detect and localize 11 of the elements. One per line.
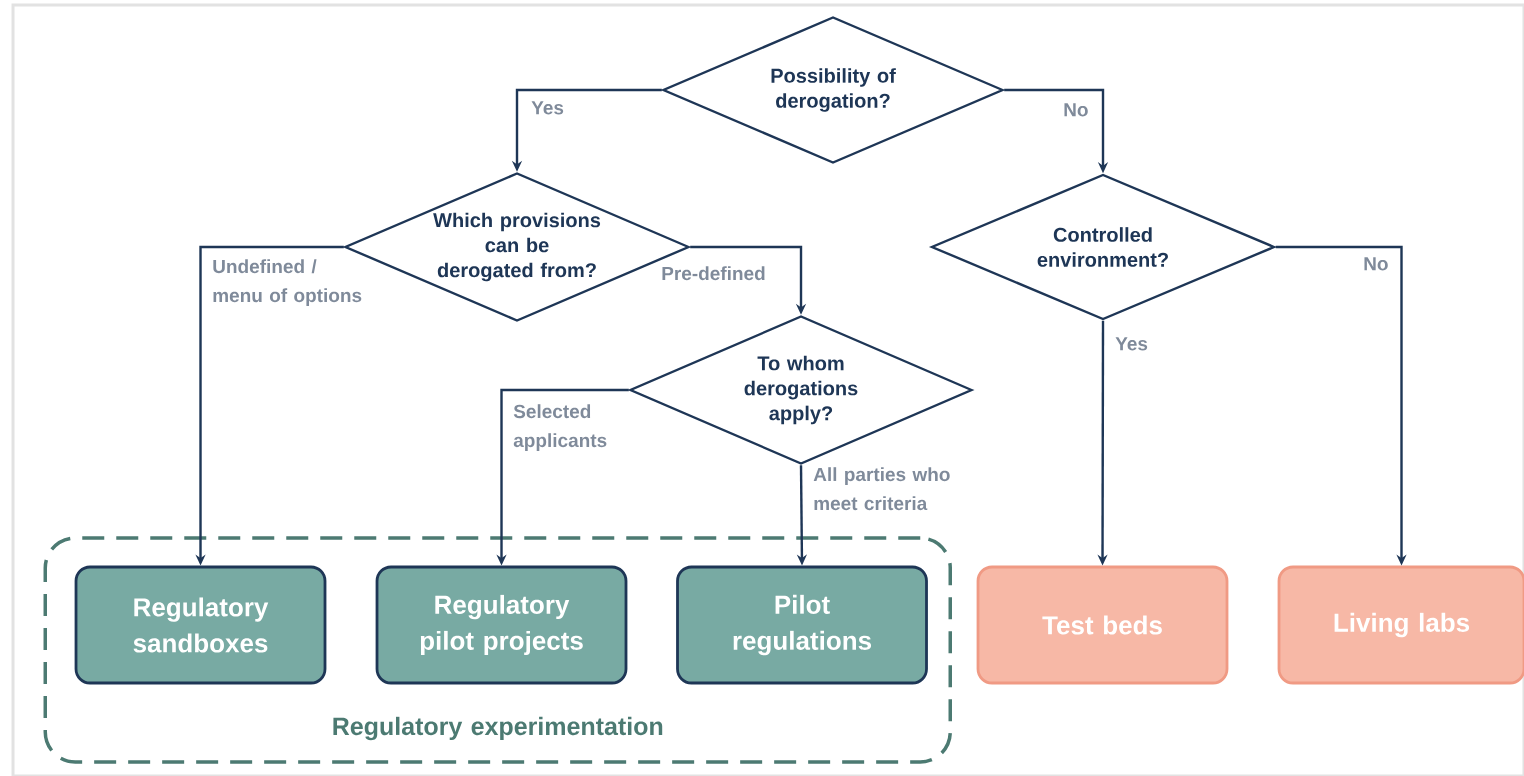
edge-label: No — [1364, 257, 1388, 271]
outcome-box: Regulatory sandboxes — [74, 565, 327, 685]
outcome-box: Pilot regulations — [676, 565, 928, 685]
edge-label: Yes — [1115, 337, 1148, 351]
edge-label: Yes — [531, 101, 564, 115]
edge-label: Selected applicants — [513, 404, 607, 451]
edge-label: No — [1064, 103, 1088, 117]
outcome-box: Regulatory pilot projects — [375, 565, 628, 685]
outcome-box: Test beds — [976, 565, 1229, 685]
edge-label: All parties who meet criteria — [813, 467, 950, 511]
outcome-box: Living labs — [1277, 565, 1524, 685]
